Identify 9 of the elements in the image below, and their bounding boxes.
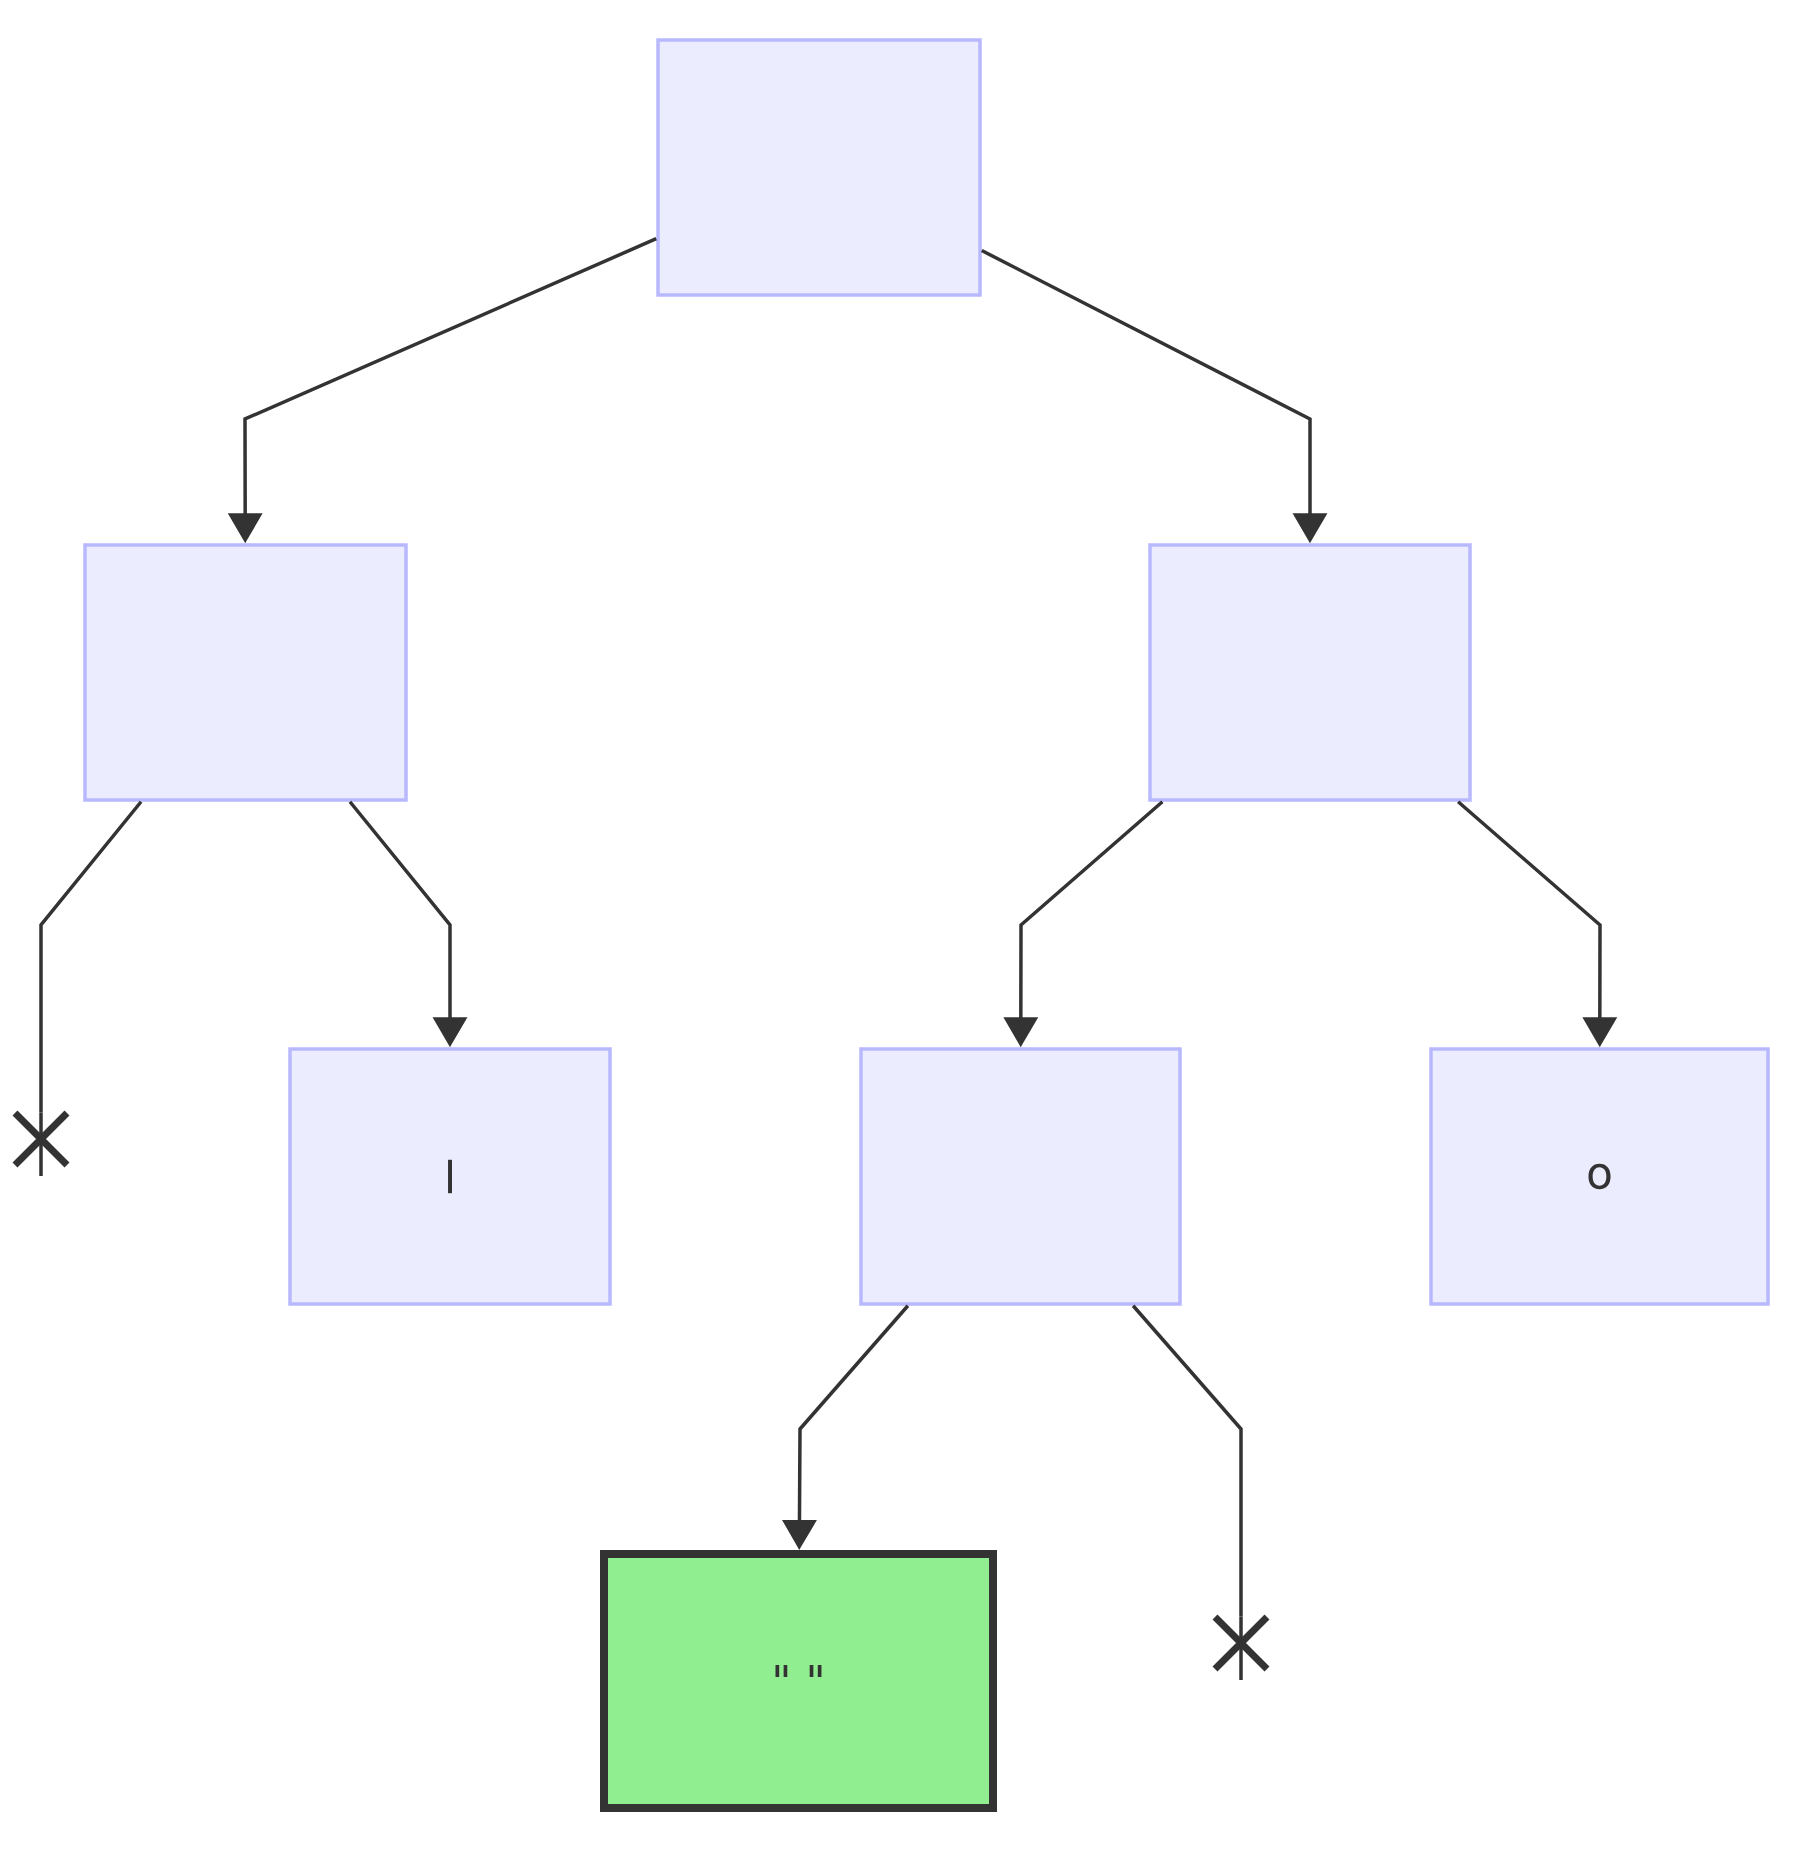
process-box: o — [1429, 1047, 1770, 1306]
process-box: " " — [600, 1550, 997, 1812]
empty-box — [859, 1047, 1182, 1306]
process-box: l — [288, 1047, 612, 1306]
cross-mark — [1211, 1613, 1271, 1680]
empty-box — [656, 38, 982, 297]
cross-mark — [11, 1109, 71, 1176]
empty-box — [83, 543, 408, 802]
empty-box — [1148, 543, 1472, 802]
